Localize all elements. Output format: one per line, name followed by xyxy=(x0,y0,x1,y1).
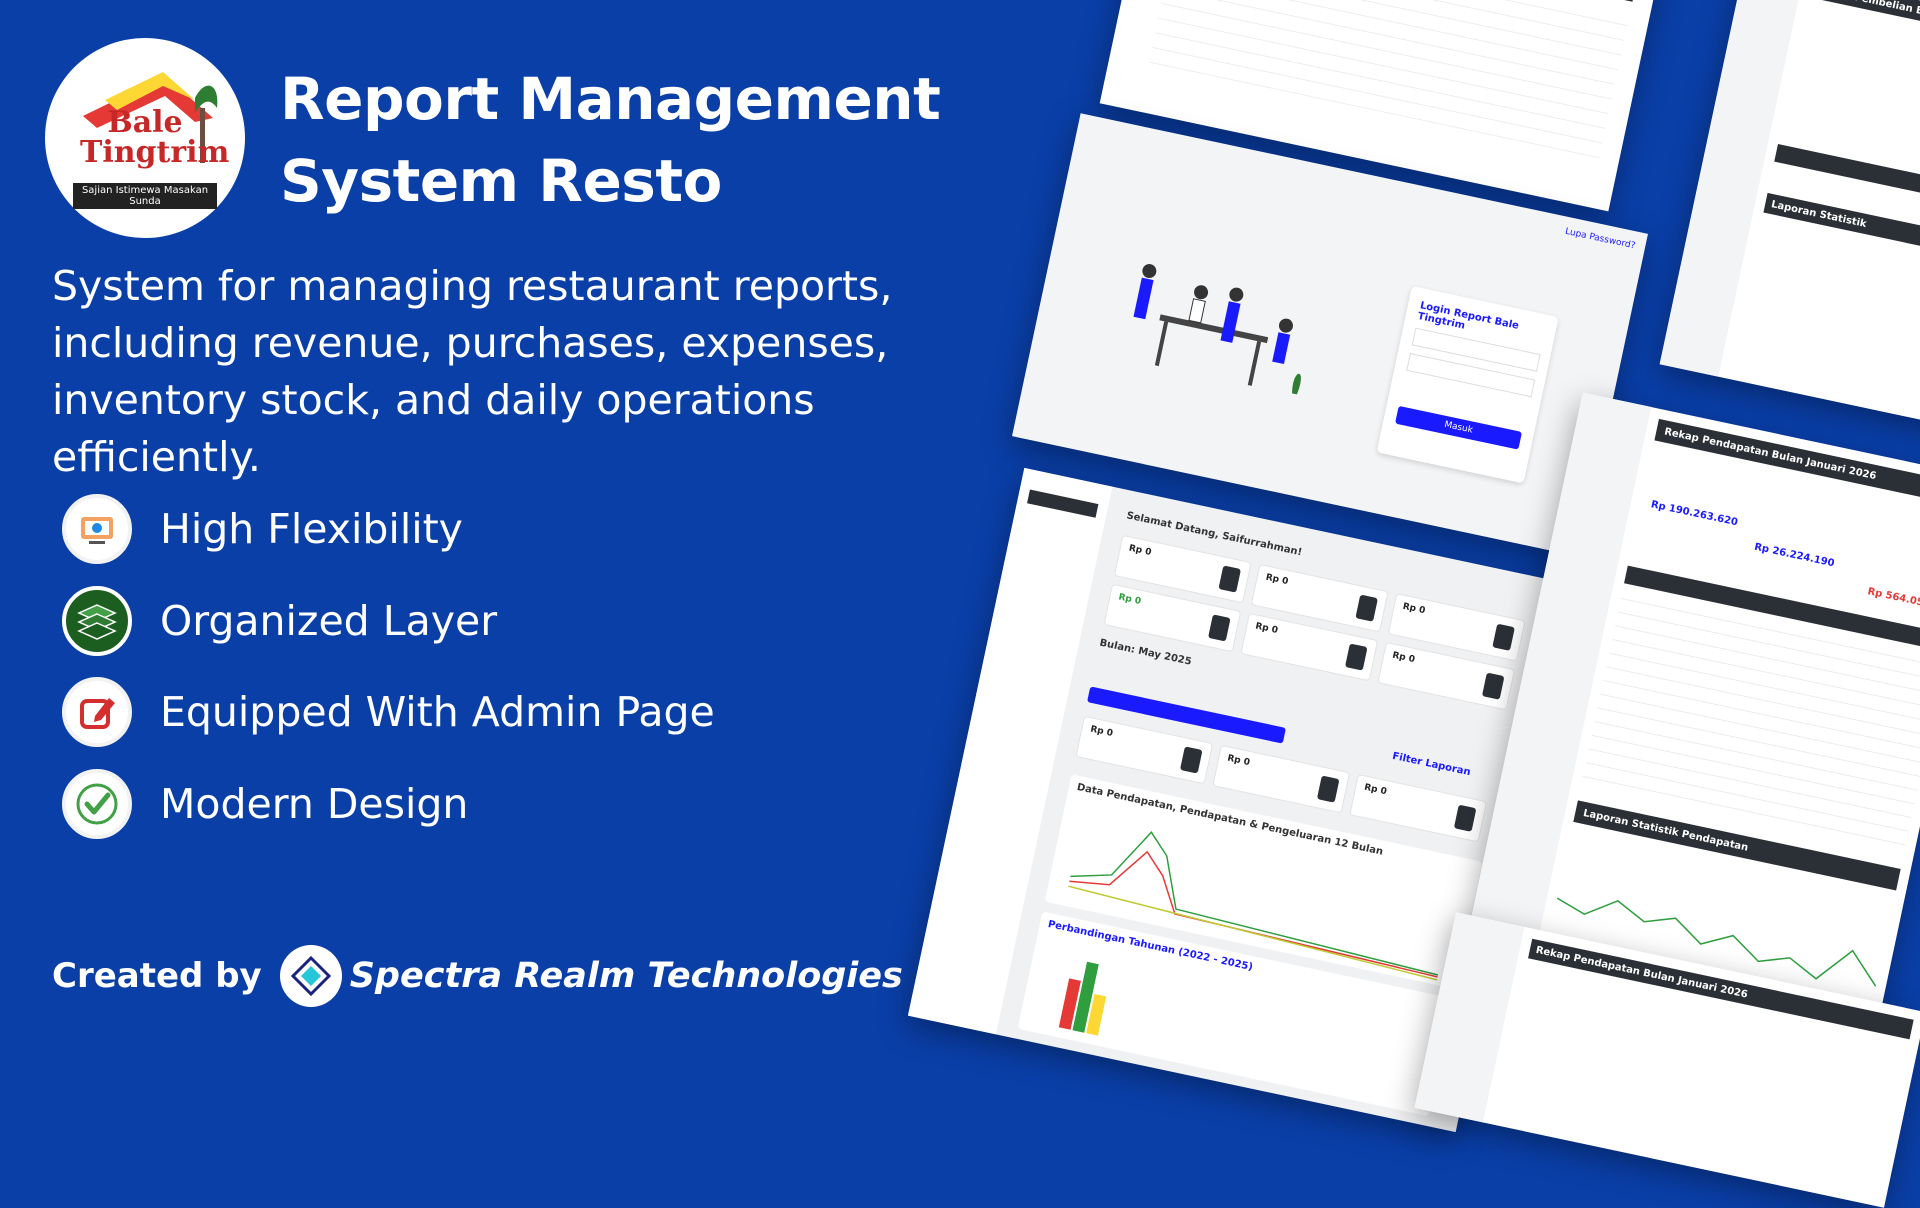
feature-label: Organized Layer xyxy=(160,597,498,645)
stat-line-chart-mock xyxy=(1556,897,1877,987)
login-button[interactable]: Masuk xyxy=(1395,405,1523,450)
feature-item-organized-layer: Organized Layer xyxy=(62,586,497,656)
line-chart-mock xyxy=(1068,831,1439,981)
flexibility-icon xyxy=(62,494,132,564)
created-by-label: Created by xyxy=(52,956,262,996)
mockup-pembelian-panel: Rekap Pembelian Bulan Mei Laporan Statis… xyxy=(1659,0,1920,427)
description-text: System for managing restaurant reports, … xyxy=(52,262,893,481)
feature-item-admin-page: Equipped With Admin Page xyxy=(62,677,715,747)
feature-label: Modern Design xyxy=(160,780,469,828)
hut-roof-icon xyxy=(83,72,218,163)
layers-icon xyxy=(62,586,132,656)
feature-label: Equipped With Admin Page xyxy=(160,688,715,736)
mockup-rekap-panel: Rekap Pendapatan Bulan Januari 2026 Rp 1… xyxy=(1466,392,1920,1028)
checkmark-icon xyxy=(62,769,132,839)
feature-label: High Flexibility xyxy=(160,505,463,553)
mockup-login-panel: Login Report Bale Tingtrim Masuk Lupa Pa… xyxy=(1012,113,1648,557)
page-title: Report Management System Resto xyxy=(280,65,941,215)
feature-item-modern-design: Modern Design xyxy=(62,769,468,839)
company-name: Spectra Realm Technologies xyxy=(349,956,903,996)
admin-edit-icon xyxy=(62,677,132,747)
team-illustration-icon xyxy=(1133,264,1301,395)
login-card: Login Report Bale Tingtrim Masuk xyxy=(1376,285,1559,484)
credits: Created by Spectra Realm Technologies xyxy=(52,945,903,1007)
forgot-password-link[interactable]: Lupa Password? xyxy=(1564,226,1637,252)
feature-item-high-flexibility: High Flexibility xyxy=(62,494,463,564)
mockup-dashboard-panel: Selamat Datang, Saifurrahman! Rp 0 Rp 0 … xyxy=(907,467,1573,1133)
bar-chart-mock xyxy=(1058,961,1107,1036)
spectra-logo-icon xyxy=(279,945,342,1007)
logo-tagline: Sajian Istimewa Masakan Sunda xyxy=(73,183,217,209)
